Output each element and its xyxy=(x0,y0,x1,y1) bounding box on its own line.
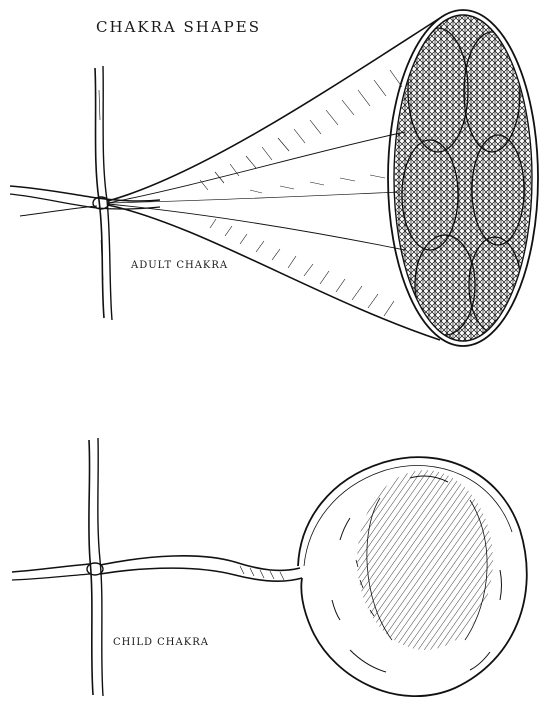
adult-chakra-drawing xyxy=(10,10,538,346)
child-chakra-label: CHILD CHAKRA xyxy=(113,637,209,648)
diagram-title: CHAKRA SHAPES xyxy=(96,18,261,36)
child-stem xyxy=(100,556,302,581)
adult-chakra-label: ADULT CHAKRA xyxy=(131,260,228,271)
child-meridian-vertical xyxy=(89,438,103,696)
child-chakra-drawing xyxy=(12,438,527,696)
adult-chakra-face xyxy=(388,10,538,346)
child-meridian-horizontal xyxy=(12,564,90,580)
adult-cone xyxy=(108,18,440,340)
adult-meridian-vertical xyxy=(95,66,112,320)
child-chakra-bulb xyxy=(298,457,527,696)
